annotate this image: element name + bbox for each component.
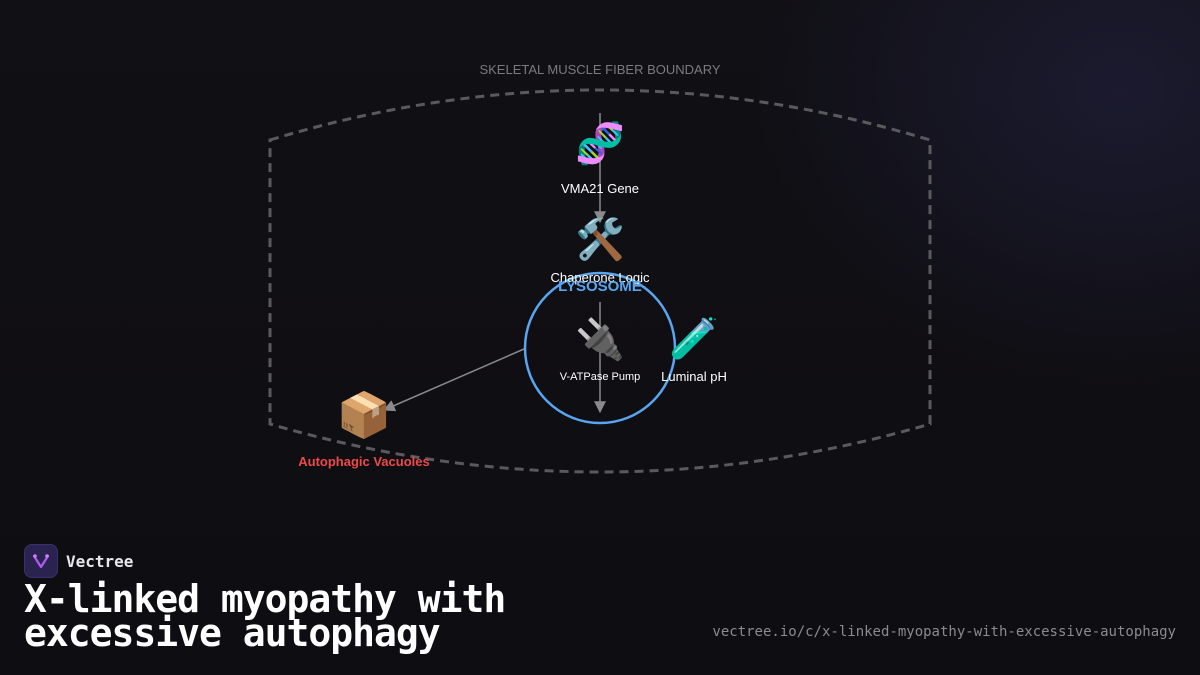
brand: Vectree [24,544,133,578]
package-icon: 📦 [336,390,392,441]
page-url[interactable]: vectree.io/c/x-linked-myopathy-with-exce… [712,624,1176,640]
node-label-vacuoles: Autophagic Vacuoles [298,454,430,469]
muscle-fiber-boundary [268,88,932,474]
test-tube-icon: 🧪 [669,316,719,362]
boundary-label: SKELETAL MUSCLE FIBER BOUNDARY [479,62,721,77]
node-label-vma21: VMA21 Gene [560,181,640,196]
node-label-ph: Luminal pH [661,369,727,384]
page-title: X-linked myopathy with excessive autopha… [24,577,506,655]
edge-lysosome-to-vacuoles [382,348,525,412]
node-label-chaperone: Chaperone Logic [550,270,650,285]
dna-icon: 🧬 [575,121,625,167]
node-label-vatpase: V-ATPase Pump [559,371,641,383]
brand-name: Vectree [66,551,134,571]
lysosome-label: LYSOSOME [558,278,642,295]
vectree-logo-icon [24,544,58,578]
lysosome-membrane [523,271,677,425]
plug-icon: 🔌 [575,317,625,363]
tools-icon: 🛠️ [575,217,625,263]
